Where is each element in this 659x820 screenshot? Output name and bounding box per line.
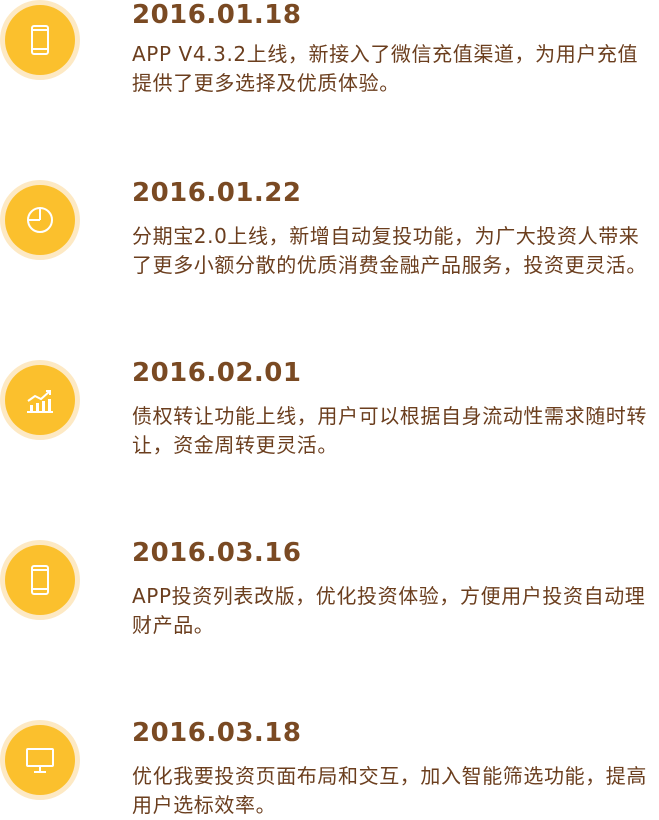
phone-icon: [31, 565, 49, 595]
icon-ring: [0, 540, 80, 620]
icon-circle: [5, 545, 75, 615]
icon-ring: [0, 360, 80, 440]
phone-icon: [31, 25, 49, 55]
entry-description: 债权转让功能上线，用户可以根据自身流动性需求随时转让，资金周转更灵活。: [132, 404, 647, 457]
monitor-icon: [26, 748, 54, 773]
entry-description: 分期宝2.0上线，新增自动复投功能，为广大投资人带来了更多小额分散的优质消费金融…: [132, 224, 647, 277]
entry-description: 优化我要投资页面布局和交互，加入智能筛选功能，提高用户选标效率。: [132, 764, 647, 817]
entry-description: APP V4.3.2上线，新接入了微信充值渠道，为用户充值提供了更多选择及优质体…: [132, 42, 639, 95]
icon-circle: [5, 725, 75, 795]
icon-ring: [0, 720, 80, 800]
entry-date: 2016.03.16: [132, 538, 302, 568]
icon-ring: [0, 0, 80, 80]
icon-circle: [5, 185, 75, 255]
entry-description: APP投资列表改版，优化投资体验，方便用户投资自动理财产品。: [132, 584, 646, 637]
entry-date: 2016.01.18: [132, 0, 302, 30]
icon-circle: [5, 365, 75, 435]
bar-chart-icon: [27, 390, 53, 413]
icon-ring: [0, 180, 80, 260]
entry-date: 2016.03.18: [132, 718, 302, 748]
pie-chart-icon: [27, 207, 53, 233]
entry-date: 2016.01.22: [132, 178, 302, 208]
icon-circle: [5, 5, 75, 75]
entry-date: 2016.02.01: [132, 358, 302, 388]
